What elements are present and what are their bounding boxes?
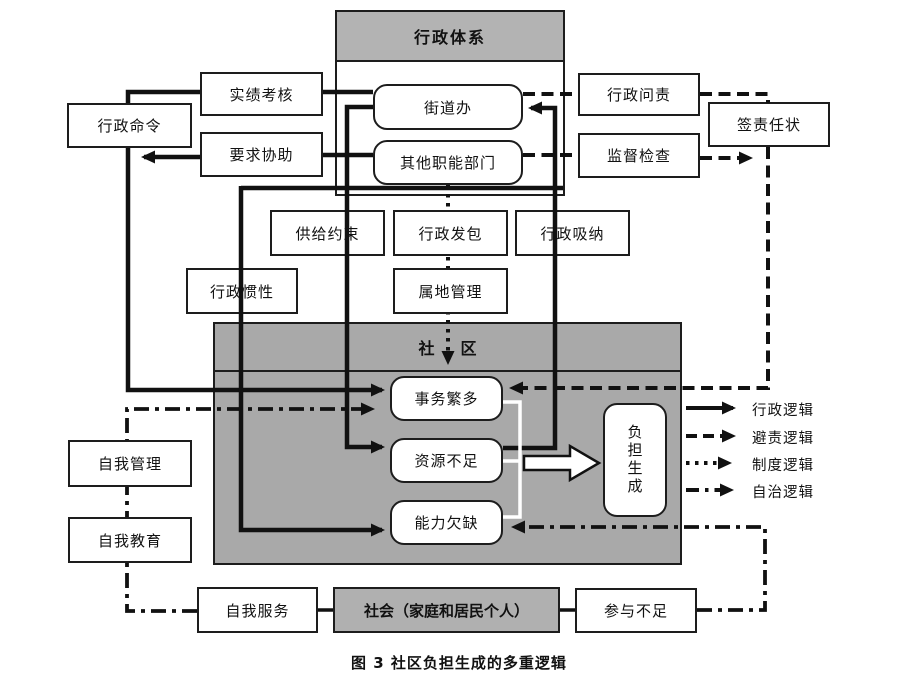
- node-responsibility-letter: 签责任状: [708, 102, 830, 147]
- legend-label-institution-logic: 制度逻辑: [752, 458, 814, 474]
- node-insufficient-resources: 资源不足: [390, 438, 503, 483]
- legend-label-admin-logic: 行政逻辑: [752, 403, 814, 419]
- node-performance-review: 实绩考核: [200, 72, 323, 116]
- node-admin-contracting: 行政发包: [393, 210, 508, 256]
- node-request-assist: 要求协助: [200, 132, 323, 177]
- node-self-service: 自我服务: [197, 587, 318, 633]
- node-street-office: 街道办: [373, 84, 523, 130]
- legend-label-autonomy-logic: 自治逻辑: [752, 485, 814, 501]
- node-insufficient-participation: 参与不足: [575, 588, 697, 633]
- node-admin-order: 行政命令: [67, 103, 192, 148]
- node-admin-accountability: 行政问责: [578, 73, 700, 116]
- node-admin-inertia: 行政惯性: [186, 268, 298, 314]
- node-lack-capacity: 能力欠缺: [390, 500, 503, 545]
- node-territorial-mgmt: 属地管理: [393, 268, 508, 314]
- node-supervision: 监督检查: [578, 133, 700, 178]
- node-self-management: 自我管理: [68, 440, 192, 487]
- figure-caption: 图 3 社区负担生成的多重逻辑: [351, 654, 567, 672]
- node-admin-absorption: 行政吸纳: [515, 210, 630, 256]
- node-self-education: 自我教育: [68, 517, 192, 563]
- society-container: 社会（家庭和居民个人）: [333, 587, 560, 633]
- node-burden-generation: 负担生成: [603, 403, 667, 517]
- node-supply-constraint: 供给约束: [270, 210, 385, 256]
- community-title: 社区: [418, 339, 503, 358]
- legend-label-blame-logic: 避责逻辑: [752, 431, 814, 447]
- node-many-affairs: 事务繁多: [390, 376, 503, 421]
- legend-arrows: [686, 401, 736, 497]
- admin-system-title: 行政体系: [337, 12, 563, 62]
- node-other-departments: 其他职能部门: [373, 140, 523, 185]
- community-title-separator: [215, 370, 680, 372]
